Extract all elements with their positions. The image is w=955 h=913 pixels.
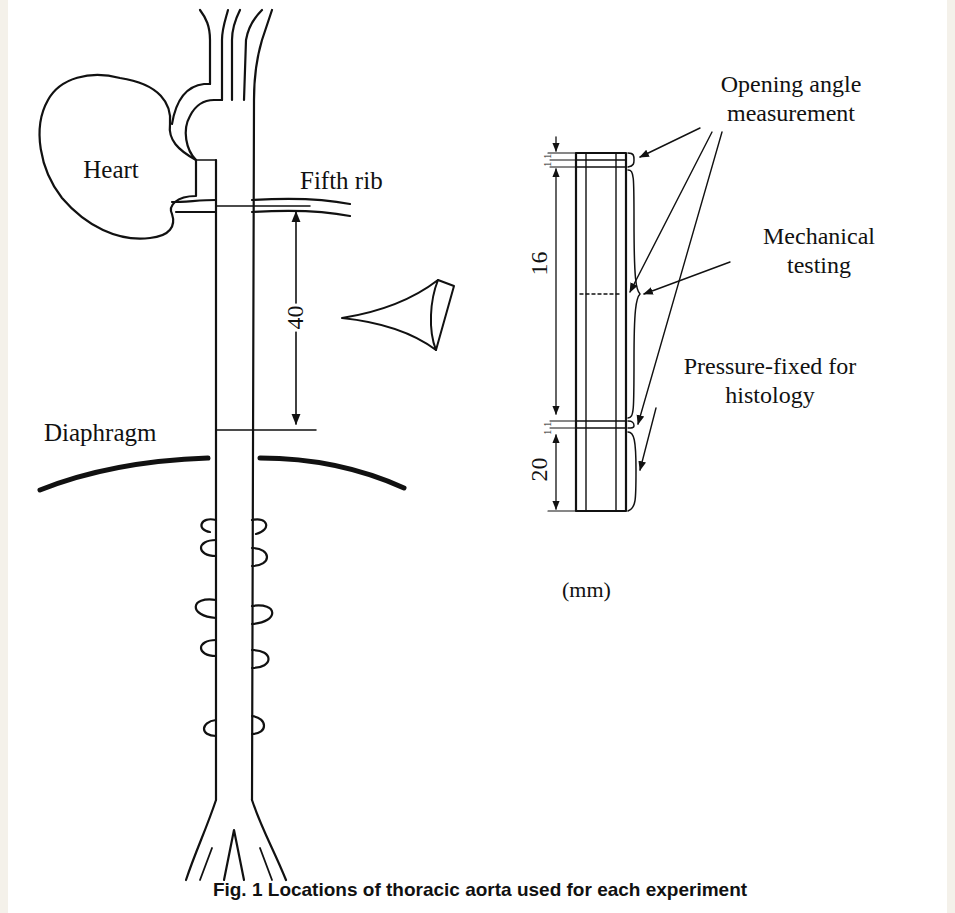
branch [196,599,216,656]
rib [252,211,350,216]
dimension: 16 [527,250,552,278]
branch [222,10,228,100]
iliac [186,800,216,880]
branch [252,519,267,566]
iliac [252,800,286,880]
aorta-wall [252,100,254,800]
unit-note: (mm) [562,578,611,601]
rib [176,211,216,213]
organ-name: Heart [83,156,139,184]
dimension: 1 [543,430,554,435]
arch-branch [172,10,210,124]
heart-outline [40,75,196,239]
dimension: 1 [543,162,554,167]
part-name: Diaphragm [44,420,156,446]
organ-label-box: Heart [52,148,170,192]
dimension: 1 [543,422,554,427]
branch [201,519,216,556]
branch [254,10,272,100]
part-name: Fifth rib [300,168,383,194]
rib [172,200,216,202]
arch-inner [186,100,222,160]
iliac [224,830,244,880]
aorta-wall [214,100,216,800]
part-name: Pressure-fixed for histology [660,352,880,410]
part-name: Opening angle measurement [676,70,906,128]
frame [8,0,947,913]
branch [204,716,264,736]
dimension: 1 [543,154,554,159]
branch [232,10,240,100]
dimension: 20 [527,456,552,484]
part-name: Mechanical testing [734,222,904,280]
figure-caption: Fig. 1 Locations of thoracic aorta used … [213,880,747,900]
rib [252,199,350,204]
branch [252,605,272,668]
dimension: 40 [283,304,308,332]
